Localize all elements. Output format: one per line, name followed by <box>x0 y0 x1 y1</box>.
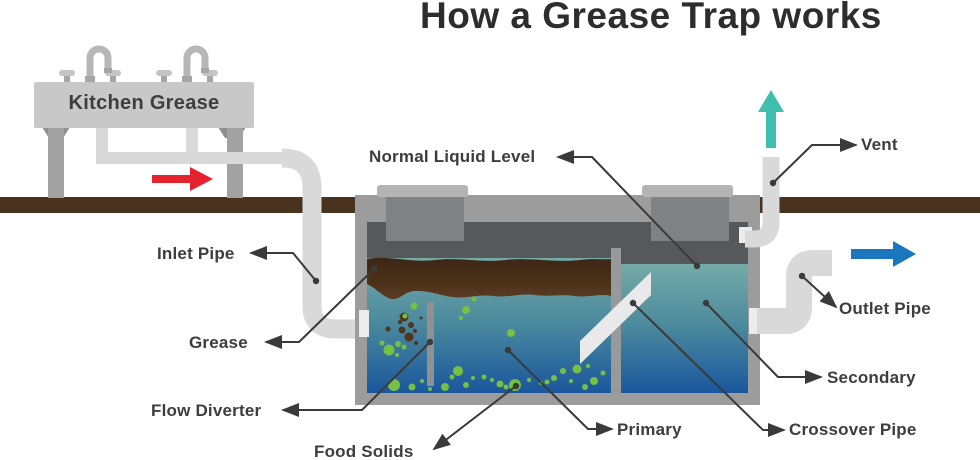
inlet-port <box>359 310 369 337</box>
leader-vent <box>769 138 858 187</box>
label-normal-liquid-level: Normal Liquid Level <box>369 147 536 166</box>
label-primary: Primary <box>617 420 682 439</box>
sink-leg-left <box>48 127 64 198</box>
leader-crossover-pipe <box>629 299 786 437</box>
grease-layer <box>367 257 611 300</box>
label-flow-diverter: Flow Diverter <box>151 401 262 420</box>
inflow-arrow-icon <box>152 167 213 191</box>
label-outlet-pipe: Outlet Pipe <box>839 299 931 318</box>
label-grease: Grease <box>189 333 248 352</box>
kitchen-grease-label: Kitchen Grease <box>68 92 220 114</box>
outflow-arrow-icon <box>851 241 916 267</box>
leader-food-solids <box>432 382 520 451</box>
access-cap-right <box>642 185 733 197</box>
kitchen-sink <box>34 45 254 198</box>
leader-grease <box>264 265 378 349</box>
access-neck-right <box>651 197 729 241</box>
label-inlet-pipe: Inlet Pipe <box>157 244 235 263</box>
access-neck-left <box>386 197 464 241</box>
leader-primary <box>504 346 614 436</box>
faucet-left <box>59 45 121 85</box>
ground-right <box>753 197 980 213</box>
inlet-pipe <box>96 128 360 339</box>
crossover-pipe-shape <box>580 272 651 364</box>
leader-flow-diverter <box>281 338 434 417</box>
label-food-solids: Food Solids <box>314 442 414 460</box>
grease-trap-tank <box>355 185 761 405</box>
leader-secondary <box>702 299 823 384</box>
sink-body <box>34 82 254 128</box>
label-crossover-pipe: Crossover Pipe <box>789 420 917 439</box>
ground-left <box>0 197 362 213</box>
outlet-pipe-shape <box>757 250 832 334</box>
page-title: How a Grease Trap works <box>420 0 882 36</box>
label-vent: Vent <box>861 135 898 154</box>
label-secondary: Secondary <box>827 368 916 387</box>
leader-inlet-pipe <box>249 246 320 285</box>
vent-pipe <box>745 157 780 248</box>
leader-lines <box>249 138 858 451</box>
leader-outlet-pipe <box>798 272 838 309</box>
grease-particles <box>385 312 423 345</box>
access-cap-left <box>377 185 468 197</box>
leader-normal-liquid-level <box>556 150 701 270</box>
vent-arrow-icon <box>758 90 784 148</box>
faucet-right <box>156 45 218 85</box>
